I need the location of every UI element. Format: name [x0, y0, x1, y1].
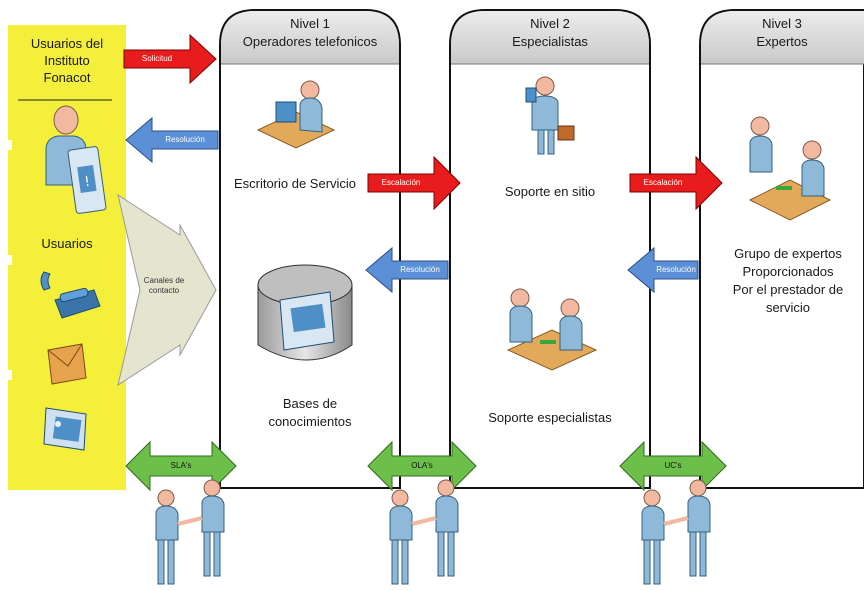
escalacion-label-1: Escalación [381, 178, 421, 187]
canales-contacto-line1: Canales de [143, 276, 185, 285]
svg-text:!: ! [83, 174, 91, 191]
user-panel-title-line1: Usuarios del [30, 36, 104, 51]
escalacion-arrow-2 [629, 155, 723, 211]
escritorio-servicio-label: Escritorio de Servicio [233, 176, 357, 191]
escalacion-arrow-1 [367, 155, 461, 211]
handshake-icon [641, 479, 711, 585]
resolucion-arrow-2 [365, 246, 449, 294]
grupo-expertos-line4: servicio [765, 300, 811, 315]
sla-label: SLA's [170, 461, 192, 470]
resolucion-arrow-1 [125, 116, 219, 164]
level-2-subtitle: Especialistas [512, 34, 588, 49]
specialists-meeting-icon [506, 288, 598, 371]
canales-contacto-arrow [117, 193, 217, 387]
level-3-subtitle: Expertos [756, 34, 808, 49]
handshake-icon [389, 479, 459, 585]
user-panel-title-line2: Instituto [44, 53, 90, 68]
level-3-column [699, 9, 864, 489]
panel-tab [4, 140, 12, 150]
ola-label: OLA's [411, 461, 433, 470]
bases-conocimientos-line2: conocimientos [268, 414, 352, 429]
sla-arrow [125, 440, 237, 492]
canales-contacto-line2: contacto [148, 286, 180, 295]
user-badge-icon: ! [45, 105, 107, 214]
handshake-icon [155, 479, 225, 585]
resolucion-arrow-3 [627, 246, 699, 294]
resolucion-label-2: Resolución [400, 265, 440, 274]
users-label: Usuarios [41, 236, 93, 251]
specialist-onsite-icon [525, 76, 575, 155]
level-2-column [449, 9, 651, 489]
level-1-subtitle: Operadores telefonicos [242, 34, 378, 49]
knowledge-base-icon [257, 264, 353, 361]
soporte-especialistas-label: Soporte especialistas [488, 410, 612, 425]
level-2-title: Nivel 2 [530, 16, 570, 31]
web-icon [43, 407, 87, 451]
panel-tab [4, 370, 12, 380]
grupo-expertos-line1: Grupo de expertos [734, 246, 842, 261]
panel-tab [4, 255, 12, 265]
resolucion-label-3: Resolución [656, 265, 696, 274]
envelope-icon [47, 343, 87, 385]
bases-conocimientos-line1: Bases de [282, 396, 338, 411]
solicitud-arrow [123, 33, 217, 85]
uc-arrow [619, 440, 727, 492]
user-panel-title-line3: Fonacot [43, 70, 91, 85]
level-1-title: Nivel 1 [290, 16, 330, 31]
escalacion-label-2: Escalación [643, 178, 683, 187]
solicitud-label: Solicitud [141, 54, 173, 63]
soporte-sitio-label: Soporte en sitio [504, 184, 596, 199]
ola-arrow [367, 440, 477, 492]
uc-label: UC's [664, 461, 682, 470]
phone-icon [40, 271, 101, 319]
level-3-title: Nivel 3 [762, 16, 802, 31]
operator-desk-icon [256, 80, 336, 149]
grupo-expertos-line3: Por el prestador de [732, 282, 844, 297]
resolucion-label-1: Resolución [165, 135, 205, 144]
grupo-expertos-line2: Proporcionados [742, 264, 834, 279]
experts-group-icon [748, 116, 832, 221]
